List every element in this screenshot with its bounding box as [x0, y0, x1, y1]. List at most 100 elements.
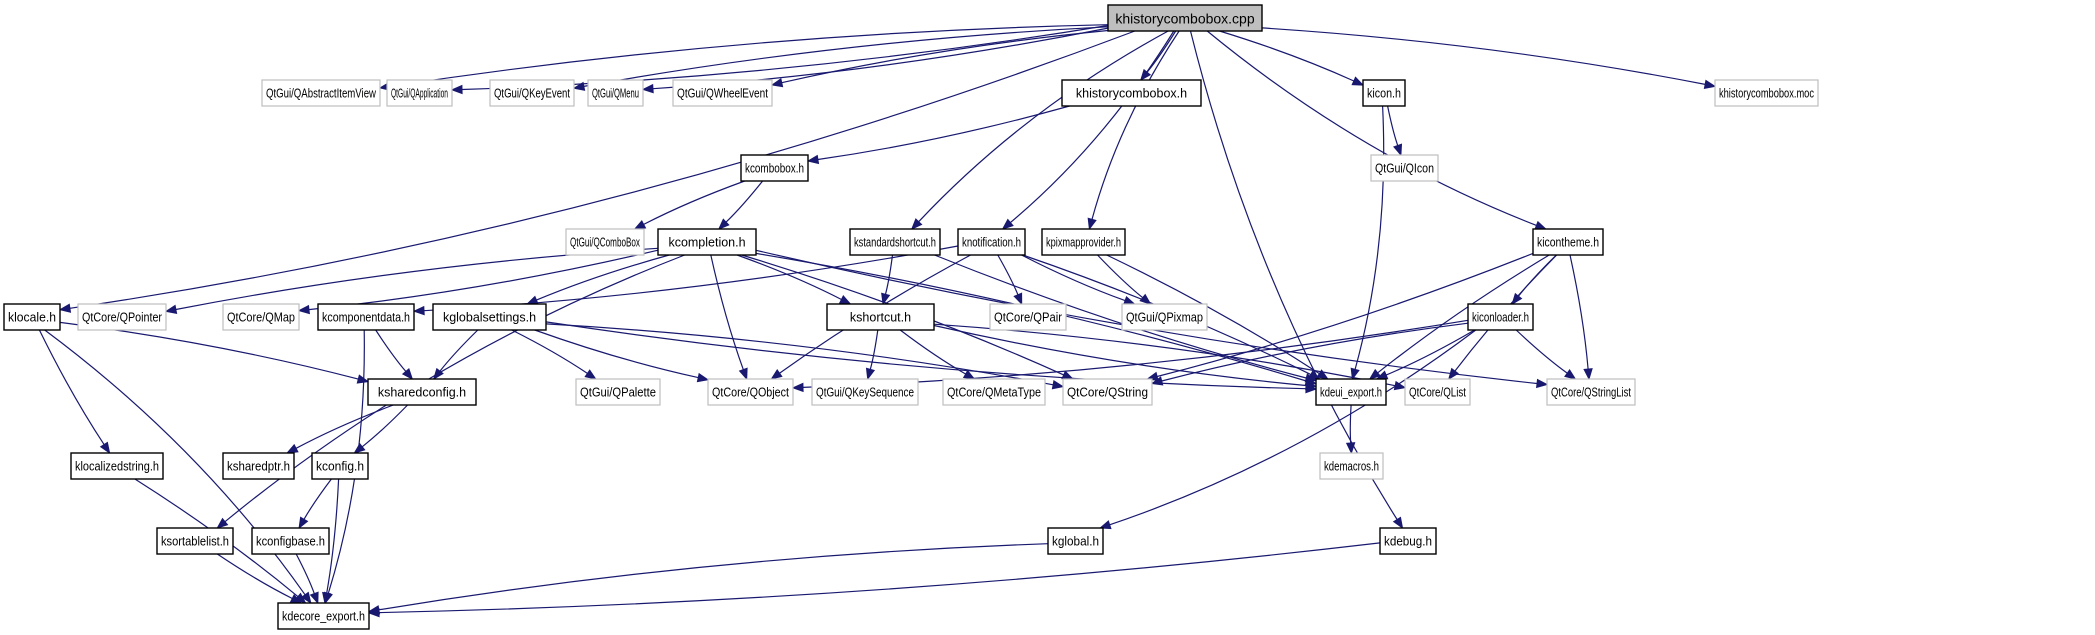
edge-line [643, 180, 745, 225]
node-label: QtGui/QKeyEvent [494, 87, 570, 101]
arrowhead-icon [1511, 292, 1523, 306]
edge-kglobalsettings-h-to-ksharedconfig-h [432, 329, 479, 381]
node-label: QtGui/QComboBox [570, 236, 640, 250]
node-ksharedconfig-h[interactable]: ksharedconfig.h [367, 378, 477, 406]
edge-line [545, 321, 1307, 390]
arrowhead-icon [1583, 368, 1593, 381]
edge-line [423, 245, 959, 312]
arrowhead-icon [164, 304, 178, 315]
arrowhead-icon [962, 369, 976, 380]
node-label: QtGui/QAbstractItemView [266, 87, 377, 101]
arrowhead-icon [717, 218, 730, 230]
node-kicon-h[interactable]: kicon.h [1362, 79, 1406, 107]
node-box [989, 303, 1067, 331]
node-qapplication: QtGui/QApplication [386, 79, 453, 107]
edge-ksortablelist-h-to-kdecore-export-h [216, 553, 303, 604]
node-label: QtCore/QList [1409, 386, 1466, 400]
node-box [1546, 378, 1636, 406]
arrowhead-icon [641, 83, 654, 94]
node-label: khistorycombobox.moc [1719, 87, 1814, 101]
node-kdebug-h[interactable]: kdebug.h [1379, 527, 1437, 555]
edge-line [295, 404, 394, 449]
node-kcombobox-h[interactable]: kcombobox.h [740, 154, 809, 182]
node-kdeui-export-h[interactable]: kdeui_export.h [1315, 378, 1387, 406]
node-kglobal-h[interactable]: kglobal.h [1047, 527, 1104, 555]
node-kpixmapprovider-h[interactable]: kpixmapprovider.h [1041, 228, 1126, 256]
edge-line [38, 329, 105, 445]
node-label: kglobal.h [1052, 535, 1099, 549]
arrowhead-icon [297, 304, 310, 315]
edge-khistorycombobox-h-to-kcombobox-h [806, 105, 1070, 165]
edge-line [1377, 254, 1550, 374]
node-label: kcomponentdata.h [322, 311, 410, 325]
node-kdecore-export-h[interactable]: kdecore_export.h [277, 602, 370, 630]
edge-line [884, 254, 894, 295]
edge-root-to-qwheel-event [770, 29, 1109, 88]
edge-line [1385, 329, 1475, 376]
arrowhead-icon [910, 218, 923, 230]
node-kstandardshortcut-h[interactable]: kstandardshortcut.h [849, 228, 941, 256]
node-label: ksharedptr.h [227, 460, 290, 474]
edge-kshortcut-h-to-qmeta-type [899, 329, 976, 380]
edge-klocale-h-to-klocalizedstring-h [38, 329, 111, 455]
node-klocale-h[interactable]: klocale.h [3, 303, 61, 331]
node-khistorycombobox-h[interactable]: khistorycombobox.h [1061, 79, 1202, 107]
edge-line [439, 329, 479, 372]
edge-ksharedconfig-h-to-kconfig-h [353, 404, 409, 454]
node-qstring-list: QtCore/QStringList [1546, 378, 1636, 406]
node-ksortablelist-h[interactable]: ksortablelist.h [156, 527, 234, 555]
edge-line [59, 321, 359, 380]
node-box [222, 452, 295, 480]
arrowhead-icon [450, 84, 463, 95]
node-root[interactable]: khistorycombobox.cpp [1107, 4, 1263, 32]
node-klocalizedstring-h[interactable]: klocalizedstring.h [70, 452, 164, 480]
edge-line [1010, 30, 1175, 224]
node-kcompletion-h[interactable]: kcompletion.h [657, 228, 757, 256]
edge-line [1515, 329, 1568, 374]
arrowhead-icon [1098, 520, 1112, 530]
edge-line [1109, 329, 1477, 526]
node-box [957, 228, 1026, 256]
arrowhead-icon [294, 592, 307, 604]
edge-line [817, 105, 1070, 161]
edge-line [69, 30, 1136, 309]
node-label: khistorycombobox.h [1076, 87, 1187, 101]
node-qpalette: QtGui/QPalette [575, 378, 661, 406]
edge-kdebug-h-to-kdecore-export-h [367, 542, 1381, 618]
arrowhead-icon [412, 305, 425, 316]
node-knotification-h[interactable]: knotification.h [957, 228, 1026, 256]
edge-line [216, 553, 293, 600]
node-box [77, 303, 167, 331]
node-box [70, 452, 164, 480]
node-qmenu: QtGui/QMenu [587, 79, 644, 107]
node-qlist: QtCore/QList [1404, 378, 1471, 406]
node-box [849, 228, 941, 256]
edge-line [545, 323, 1054, 386]
arrowhead-icon [367, 607, 380, 618]
node-qstring: QtCore/QString [1062, 378, 1153, 406]
node-ksharedptr-h[interactable]: ksharedptr.h [222, 452, 295, 480]
node-moc: khistorycombobox.moc [1714, 79, 1819, 107]
node-label: khistorycombobox.cpp [1115, 11, 1255, 27]
edge-kicon-h-to-kdeui-export-h [1350, 105, 1385, 381]
edge-kcombobox-h-to-kcompletion-h [717, 180, 764, 230]
edge-klocale-h-to-ksharedconfig-h [59, 321, 370, 384]
node-kiconloader-h[interactable]: kiconloader.h [1467, 303, 1534, 331]
node-kcomponentdata-h[interactable]: kcomponentdata.h [317, 303, 415, 331]
arrowhead-icon [1534, 220, 1548, 230]
edge-kiconloader-h-to-qstring [1150, 322, 1469, 386]
edge-line [899, 329, 966, 375]
node-box [942, 378, 1046, 406]
node-kicontheme-h[interactable]: kicontheme.h [1532, 228, 1604, 256]
node-kconfig-h[interactable]: kconfig.h [311, 452, 369, 480]
node-box [672, 79, 773, 107]
edge-kpixmapprovider-h-to-kdeui-export-h [1106, 254, 1329, 380]
node-kconfigbase-h[interactable]: kconfigbase.h [251, 527, 330, 555]
node-kdemacros-h: kdemacros.h [1319, 452, 1384, 480]
node-box [317, 303, 415, 331]
node-kshortcut-h[interactable]: kshortcut.h [826, 303, 935, 331]
node-box [1047, 527, 1104, 555]
edge-line [326, 478, 340, 594]
edge-line [295, 553, 315, 594]
node-kglobalsettings-h[interactable]: kglobalsettings.h [432, 303, 547, 331]
